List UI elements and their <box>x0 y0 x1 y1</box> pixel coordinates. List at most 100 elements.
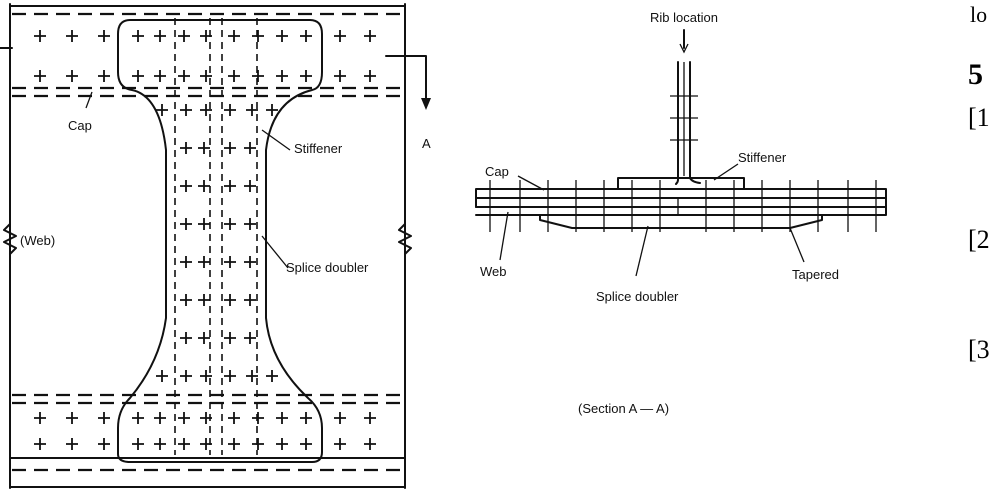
margin-ref-2: [2 <box>968 225 990 254</box>
fastener-mark <box>246 370 258 382</box>
fastener-mark <box>198 180 210 192</box>
fastener-mark <box>200 104 212 116</box>
fastener-mark <box>156 104 168 116</box>
fastener-mark <box>66 30 78 42</box>
fastener-mark <box>334 438 346 450</box>
rib-location-arrow-icon <box>679 43 689 54</box>
fastener-mark <box>252 70 264 82</box>
fastener-mark <box>228 30 240 42</box>
section-stiffener-label: Stiffener <box>738 150 787 165</box>
fastener-mark <box>180 332 192 344</box>
section-arrow-label: A <box>422 136 431 151</box>
cap-plate <box>475 188 887 199</box>
fastener-mark <box>200 30 212 42</box>
fastener-mark <box>154 412 166 424</box>
section-splice-doubler-leader <box>635 225 649 277</box>
fastener-mark <box>180 256 192 268</box>
section-web-leader <box>499 211 509 261</box>
fastener-mark <box>252 438 264 450</box>
fastener-mark <box>228 412 240 424</box>
fastener-mark <box>300 70 312 82</box>
fastener-mark <box>244 180 256 192</box>
section-web-label: Web <box>480 264 507 279</box>
fastener-mark <box>198 142 210 154</box>
fastener-mark <box>200 370 212 382</box>
fastener-mark <box>224 218 236 230</box>
section-a-a-view: Rib location Cap Stiffener Web Splice do… <box>475 10 887 416</box>
fastener-mark <box>252 30 264 42</box>
fastener-mark <box>364 412 376 424</box>
fastener-mark <box>276 30 288 42</box>
fastener-mark <box>300 30 312 42</box>
margin-ref-1: [1 <box>968 103 990 132</box>
fastener-mark <box>244 294 256 306</box>
fastener-mark <box>132 70 144 82</box>
fastener-mark <box>244 256 256 268</box>
section-arrow-icon <box>421 98 431 110</box>
section-caption: (Section A — A) <box>578 401 669 416</box>
fastener-mark <box>180 294 192 306</box>
fastener-mark <box>266 370 278 382</box>
fastener-mark <box>228 70 240 82</box>
fastener-mark <box>228 438 240 450</box>
stiffener-flange <box>617 177 745 190</box>
splice-doubler-label: Splice doubler <box>286 260 369 275</box>
fastener-mark <box>34 438 46 450</box>
fastener-mark <box>180 104 192 116</box>
spar-splice-plan-view: Cap Stiffener (Web) Splice doubler A <box>0 3 431 489</box>
fastener-mark <box>154 30 166 42</box>
fastener-mark <box>66 70 78 82</box>
fastener-mark <box>224 256 236 268</box>
section-fastener-pattern <box>489 95 877 232</box>
fastener-mark <box>224 142 236 154</box>
fastener-mark <box>34 412 46 424</box>
fastener-mark <box>334 70 346 82</box>
fastener-mark <box>178 412 190 424</box>
fastener-mark <box>334 30 346 42</box>
fastener-mark <box>198 332 210 344</box>
fastener-mark <box>276 438 288 450</box>
section-tapered-label: Tapered <box>792 267 839 282</box>
fastener-mark <box>66 438 78 450</box>
fastener-mark <box>244 142 256 154</box>
section-cap-label: Cap <box>485 164 509 179</box>
fastener-mark <box>178 438 190 450</box>
fastener-mark <box>98 438 110 450</box>
fastener-mark <box>156 370 168 382</box>
fastener-mark <box>34 30 46 42</box>
fastener-mark <box>132 30 144 42</box>
splice-doubler-leader <box>261 235 289 269</box>
fastener-mark <box>224 180 236 192</box>
cropped-page-text: lo 5 [1 [2 [3 <box>968 2 990 364</box>
cap-label: Cap <box>68 118 92 133</box>
section-splice-doubler-label: Splice doubler <box>596 289 679 304</box>
web-label: (Web) <box>20 233 55 248</box>
fastener-mark <box>224 104 236 116</box>
fastener-mark <box>200 412 212 424</box>
fastener-mark <box>198 218 210 230</box>
fastener-mark <box>364 438 376 450</box>
stiffener-leader <box>261 129 291 151</box>
section-cap-leader <box>517 175 545 191</box>
web-break-left-icon <box>3 223 17 255</box>
fastener-mark <box>154 438 166 450</box>
fastener-mark <box>198 294 210 306</box>
stiffener-label: Stiffener <box>294 141 343 156</box>
web-break-right-icon <box>398 223 412 255</box>
fastener-mark <box>334 412 346 424</box>
lower-cap-plate <box>475 206 887 216</box>
fastener-mark <box>244 332 256 344</box>
rib-location-label: Rib location <box>650 10 718 25</box>
fastener-pattern <box>34 30 376 450</box>
fastener-mark <box>154 70 166 82</box>
fastener-mark <box>132 438 144 450</box>
fastener-mark <box>266 104 278 116</box>
fastener-mark <box>198 256 210 268</box>
margin-text-line: lo <box>970 2 987 27</box>
fastener-mark <box>178 30 190 42</box>
fastener-mark <box>98 70 110 82</box>
web-plate <box>475 197 887 208</box>
section-stiffener-leader <box>713 163 739 181</box>
fastener-mark <box>276 70 288 82</box>
